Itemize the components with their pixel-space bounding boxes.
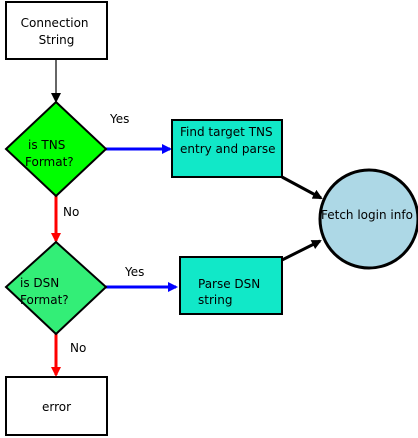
node-parse-dsn-line-2: string bbox=[198, 293, 232, 307]
edge-find-to-fetch bbox=[281, 175, 323, 200]
node-find-tns-line-1: Find target TNS bbox=[180, 125, 273, 139]
edge-tns-no-label: No bbox=[63, 205, 79, 219]
node-is-tns: is TNS Format? bbox=[4, 100, 108, 198]
node-is-tns-line-2: Format? bbox=[25, 155, 74, 169]
node-is-tns-label: is TNS Format? bbox=[25, 138, 74, 169]
node-parse-dsn-line-1: Parse DSN bbox=[198, 277, 260, 291]
node-is-dsn-line-2: Format? bbox=[20, 293, 69, 307]
node-parse-dsn-label: Parse DSN string bbox=[198, 277, 264, 307]
node-find-tns-line-2: entry and parse bbox=[180, 142, 275, 156]
node-is-tns-line-1: is TNS bbox=[28, 138, 65, 152]
node-fetch-login: Fetch login info bbox=[318, 168, 418, 270]
edge-dsn-yes-label: Yes bbox=[124, 265, 144, 279]
node-parse-dsn: Parse DSN string bbox=[179, 256, 283, 315]
node-connection-string-label: Connection String bbox=[21, 16, 93, 47]
node-connection-string-line-1: Connection bbox=[21, 16, 89, 30]
edge-parse-to-fetch bbox=[281, 239, 322, 262]
node-error-label: error bbox=[42, 400, 71, 414]
edge-tns-yes-label: Yes bbox=[109, 112, 129, 126]
node-fetch-login-label: Fetch login info bbox=[321, 208, 413, 222]
node-is-dsn-line-1: is DSN bbox=[20, 276, 59, 290]
node-error: error bbox=[5, 376, 108, 436]
node-find-tns-label: Find target TNS entry and parse bbox=[180, 125, 276, 156]
node-is-dsn: is DSN Format? bbox=[4, 240, 108, 336]
node-connection-string: Connection String bbox=[5, 1, 108, 60]
node-connection-string-line-2: String bbox=[39, 33, 75, 47]
node-find-tns: Find target TNS entry and parse bbox=[171, 119, 283, 178]
node-is-dsn-label: is DSN Format? bbox=[20, 276, 69, 307]
edge-dsn-no-label: No bbox=[70, 341, 86, 355]
